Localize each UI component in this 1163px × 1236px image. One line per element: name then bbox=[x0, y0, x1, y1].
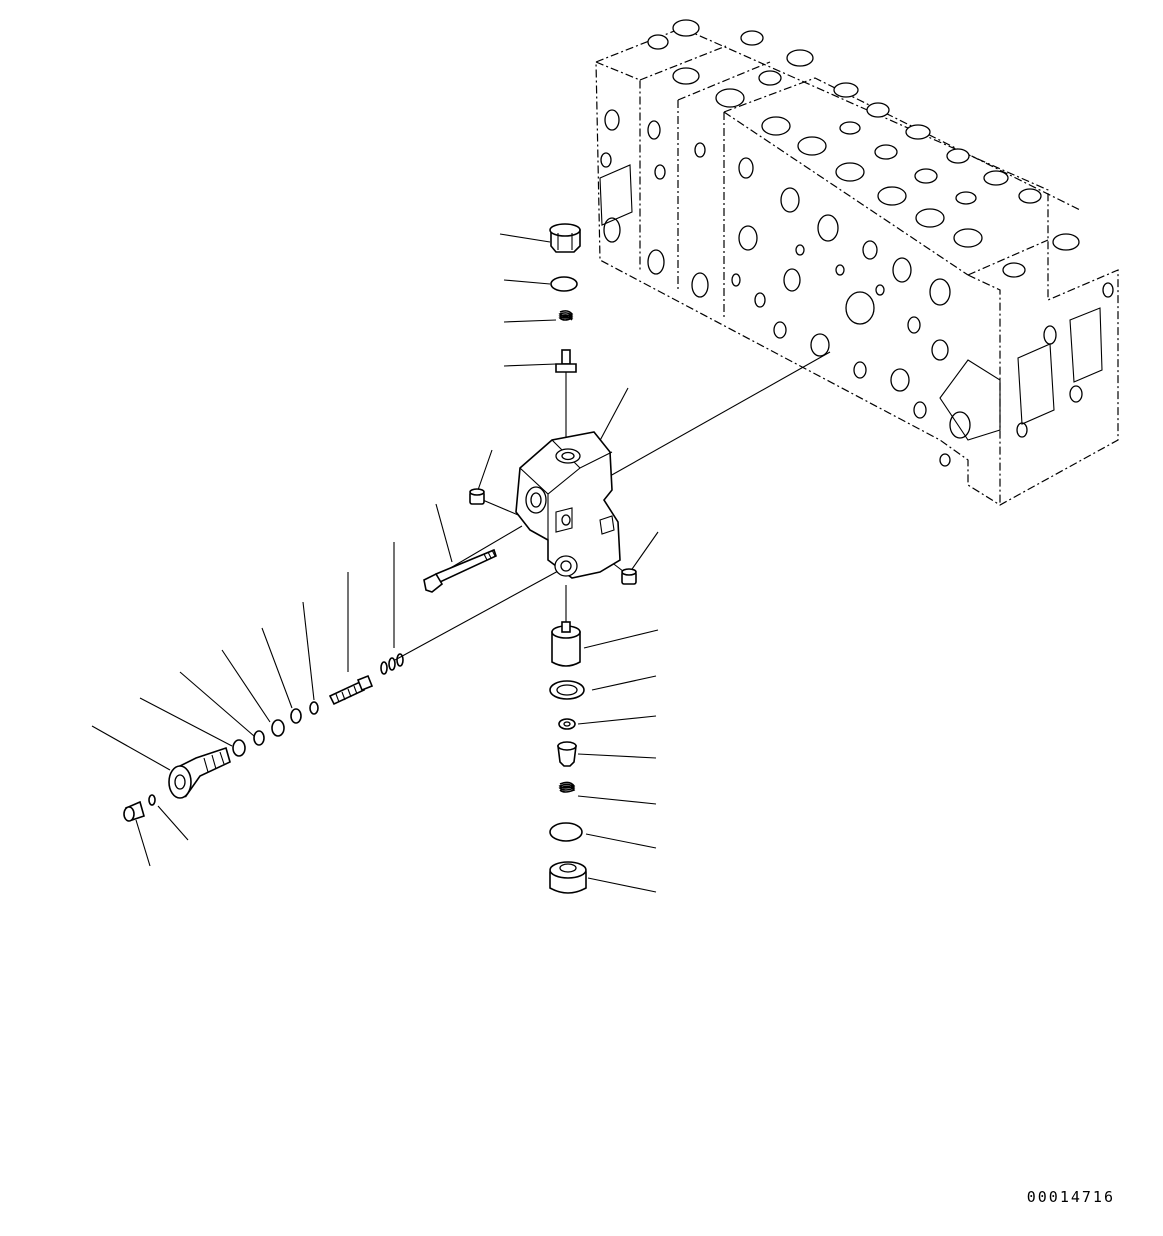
poppet-lower bbox=[557, 741, 577, 767]
ring-4 bbox=[253, 730, 265, 746]
relief-valve bbox=[168, 746, 231, 799]
ring-small bbox=[148, 794, 156, 806]
drawing-number: 00014716 bbox=[1026, 1188, 1115, 1206]
washer bbox=[558, 718, 576, 730]
control-valve-block bbox=[595, 19, 1119, 506]
ring-1 bbox=[309, 701, 319, 715]
seal-ring bbox=[549, 680, 585, 700]
long-bolt bbox=[423, 548, 497, 593]
adjust-screw bbox=[328, 674, 374, 706]
assembly-lines bbox=[91, 233, 831, 893]
spring-lower bbox=[558, 781, 576, 793]
poppet-top bbox=[555, 349, 577, 373]
piston bbox=[551, 621, 581, 667]
ring-2 bbox=[290, 708, 302, 724]
spring-left bbox=[380, 653, 404, 675]
ring-5 bbox=[232, 739, 246, 757]
screw-upper bbox=[469, 488, 485, 505]
plug-bottom bbox=[549, 861, 587, 894]
ring-3 bbox=[271, 719, 285, 737]
valve-body bbox=[515, 431, 621, 579]
spring-top bbox=[558, 310, 574, 321]
plug-left bbox=[123, 800, 145, 822]
plug-top bbox=[549, 223, 581, 253]
screw-right bbox=[621, 568, 637, 585]
o-ring-top bbox=[550, 276, 578, 292]
o-ring-lower bbox=[549, 822, 583, 842]
